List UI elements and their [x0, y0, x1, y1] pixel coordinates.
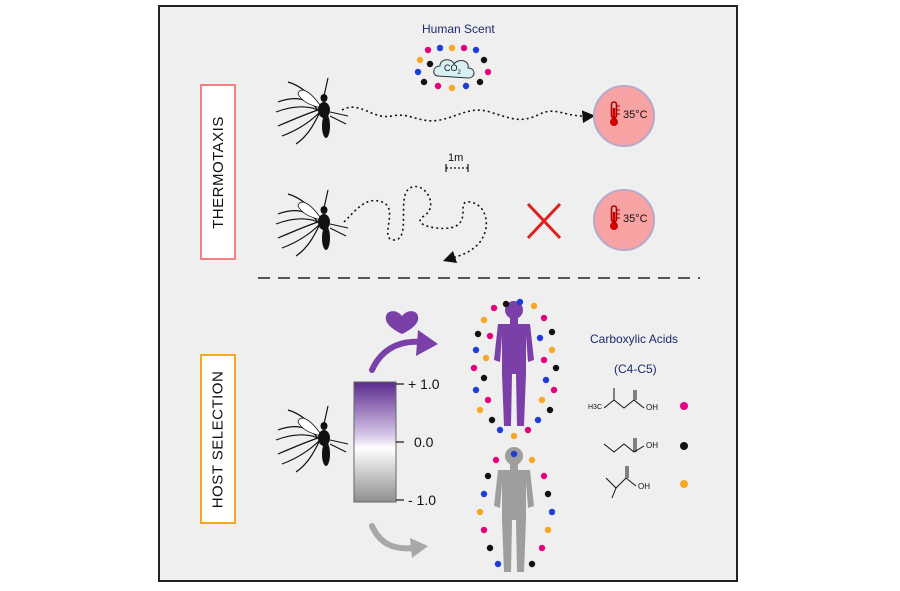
co2-subscript: 2 [457, 69, 461, 76]
molecule-1-group: OH [646, 403, 658, 412]
human-scent-label: Human Scent [422, 22, 495, 36]
repulsion-arrow-head [410, 538, 428, 558]
scale-max-label: + 1.0 [408, 376, 440, 392]
scale-bar-label: 1m [448, 152, 464, 164]
host-selection-label-box: HOST SELECTION [200, 354, 236, 524]
co2-cloud-icon [433, 59, 475, 79]
molecule-2-group: OH [646, 441, 658, 450]
scent-dots [414, 44, 492, 92]
molecule-1-substituent: H3C [588, 404, 603, 411]
preference-scale [353, 381, 397, 503]
molecule-dot-3 [680, 480, 688, 488]
temperature-label-bottom: 35°C [623, 213, 648, 225]
molecule-isobutyric [605, 466, 637, 499]
thermotaxis-label-box: THERMOTAXIS [200, 84, 236, 260]
attraction-arrow-head [416, 330, 438, 356]
molecule-dot-2 [680, 442, 688, 450]
co2-text: CO [444, 63, 458, 73]
molecule-isovaleric [603, 388, 645, 409]
mosquito-icon [275, 77, 349, 145]
attractive-odor-dots [470, 298, 560, 440]
repulsion-arrow [369, 523, 417, 552]
molecule-dot-1 [680, 402, 688, 410]
attraction-arrow [369, 338, 425, 373]
heart-icon [385, 311, 419, 334]
flight-path-failure [343, 185, 488, 264]
flight-path-success [341, 106, 596, 124]
human-silhouette-icon [494, 447, 534, 572]
co2-label: CO2 [444, 63, 461, 76]
cross-icon [526, 202, 562, 240]
scale-min-label: - 1.0 [408, 492, 437, 508]
unattractive-odor-dots [476, 450, 556, 568]
mosquito-icon [275, 189, 349, 257]
molecule-butyric [603, 438, 645, 453]
scale-mid-label: 0.0 [414, 434, 434, 450]
heat-source-bottom [593, 189, 655, 251]
acids-title: Carboxylic Acids [590, 332, 679, 346]
molecule-3-group: OH [638, 482, 650, 491]
temperature-label-top: 35°C [623, 109, 648, 121]
acids-subtitle: (C4-C5) [614, 362, 657, 376]
heat-source-top [593, 85, 655, 147]
scale-bar [445, 164, 469, 172]
mosquito-icon [275, 405, 349, 473]
human-silhouette-icon [494, 301, 534, 426]
